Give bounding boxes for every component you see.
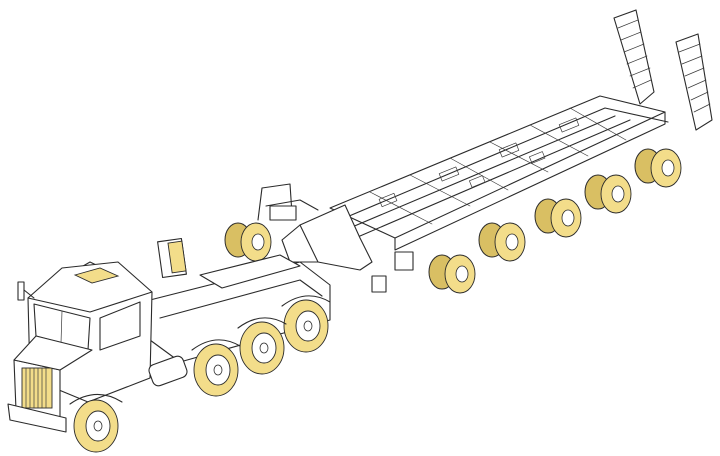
loading-ramps (613, 9, 713, 131)
trailer-wheel-pair (534, 198, 582, 238)
grille-slats (21, 367, 53, 409)
trailer-wheels (224, 148, 682, 294)
trailer-wheel-pair (224, 222, 272, 262)
spare-tire-rack (257, 183, 319, 221)
trailer-wheel-pair (634, 148, 682, 188)
trailer-deck (281, 95, 669, 293)
truck-drive-wheel (193, 343, 239, 397)
truck-drive-wheel (239, 321, 285, 375)
tractor-truck (7, 237, 331, 453)
trailer-wheel-pair (478, 222, 526, 262)
truck-drive-wheel (283, 299, 329, 353)
trailer-wheel-pair (428, 254, 476, 294)
truck-front-wheel (73, 399, 119, 453)
trailer-wheel-pair (584, 174, 632, 214)
